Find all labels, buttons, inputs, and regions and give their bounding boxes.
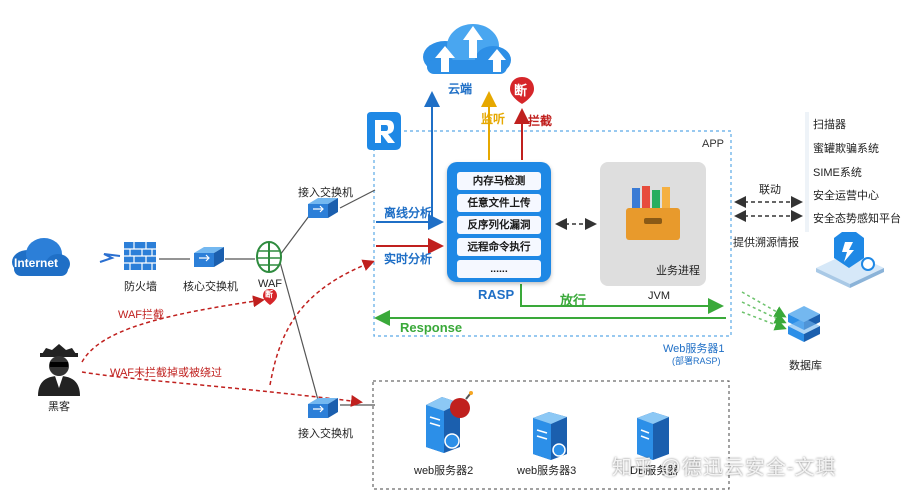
- cloud-label: 云端: [448, 82, 473, 96]
- release-label: 放行: [560, 293, 587, 308]
- realtime-label: 实时分析: [384, 252, 433, 266]
- jvm-label: JVM: [648, 290, 670, 302]
- hacker-label: 黑客: [48, 401, 70, 413]
- system-item: 蜜罐欺骗系统: [813, 143, 879, 155]
- web-server3-icon: [533, 412, 567, 460]
- web-server1-note: (部署RASP): [672, 356, 721, 366]
- intercept-label: 拦截: [528, 114, 553, 128]
- system-item: 安全运营中心: [813, 190, 879, 202]
- web-server3-label: web服务器3: [517, 465, 577, 477]
- bomb-icon: [450, 391, 473, 418]
- hacker-icon: [38, 344, 80, 396]
- business-process-label: 业务进程: [656, 265, 700, 277]
- servers-container: [372, 380, 730, 490]
- core-switch-label: 核心交换机: [183, 281, 238, 293]
- threat-intel-label: 提供溯源情报: [733, 237, 799, 249]
- bullet-markers: [805, 112, 809, 232]
- rasp-module: 内存马检测 任意文件上传 反序列化漏洞 远程命令执行 ......: [447, 162, 551, 282]
- waf-label: WAF: [258, 278, 283, 290]
- web-server2-label: web服务器2: [414, 465, 474, 477]
- waf-intercept-label: WAF拦截: [118, 309, 165, 321]
- rasp-title: RASP: [478, 287, 515, 302]
- jvm-box: 业务进程: [600, 162, 706, 286]
- access-switch-bottom-label: 接入交换机: [298, 428, 353, 440]
- waf-cut-badge: 断: [265, 290, 273, 299]
- waf-icon: [256, 241, 282, 273]
- cut-badge: 断: [514, 83, 528, 98]
- db-server-label: DB服务器: [630, 465, 679, 477]
- offline-label: 离线分析: [384, 206, 433, 220]
- response-label: Response: [400, 320, 463, 335]
- rasp-logo-icon: [367, 112, 401, 150]
- internet-label: Internet: [14, 256, 59, 270]
- monitor-label: 监听: [481, 112, 506, 126]
- system-item: 扫描器: [813, 119, 846, 131]
- database-icon: [788, 306, 820, 342]
- access-switch-bottom-icon: [308, 398, 338, 418]
- database-label: 数据库: [789, 360, 822, 372]
- web-server1-label: Web服务器1: [663, 343, 725, 355]
- rasp-item-more: ......: [457, 260, 541, 278]
- rasp-item-deserialize: 反序列化漏洞: [457, 216, 541, 234]
- rasp-item-upload: 任意文件上传: [457, 194, 541, 212]
- waf-cut-pin-icon: [263, 289, 277, 305]
- db-server-icon: [637, 412, 669, 460]
- firewall-label: 防火墙: [124, 281, 157, 293]
- waf-bypass-label: WAF未拦截掉或被绕过: [110, 367, 223, 379]
- cut-pin-icon: [510, 77, 534, 104]
- internet-cloud-icon: [12, 238, 70, 276]
- rasp-item-memshell: 内存马检测: [457, 172, 541, 190]
- cloud-icon: [423, 24, 511, 74]
- folder-icon: [626, 186, 680, 240]
- system-item: SIME系统: [813, 167, 862, 179]
- app-container: [373, 130, 732, 337]
- access-switch-top-icon: [308, 198, 338, 218]
- watermark: 知乎 @德迅云安全-文琪: [612, 457, 837, 479]
- core-switch-icon: [194, 247, 224, 267]
- linkage-label: 联动: [759, 184, 781, 196]
- rasp-item-rce: 远程命令执行: [457, 238, 541, 256]
- security-platform-icon: [816, 232, 884, 288]
- system-item: 安全态势感知平台: [813, 213, 901, 225]
- app-label: APP: [702, 138, 725, 150]
- access-switch-top-label: 接入交换机: [298, 187, 353, 199]
- firewall-icon: [124, 242, 156, 270]
